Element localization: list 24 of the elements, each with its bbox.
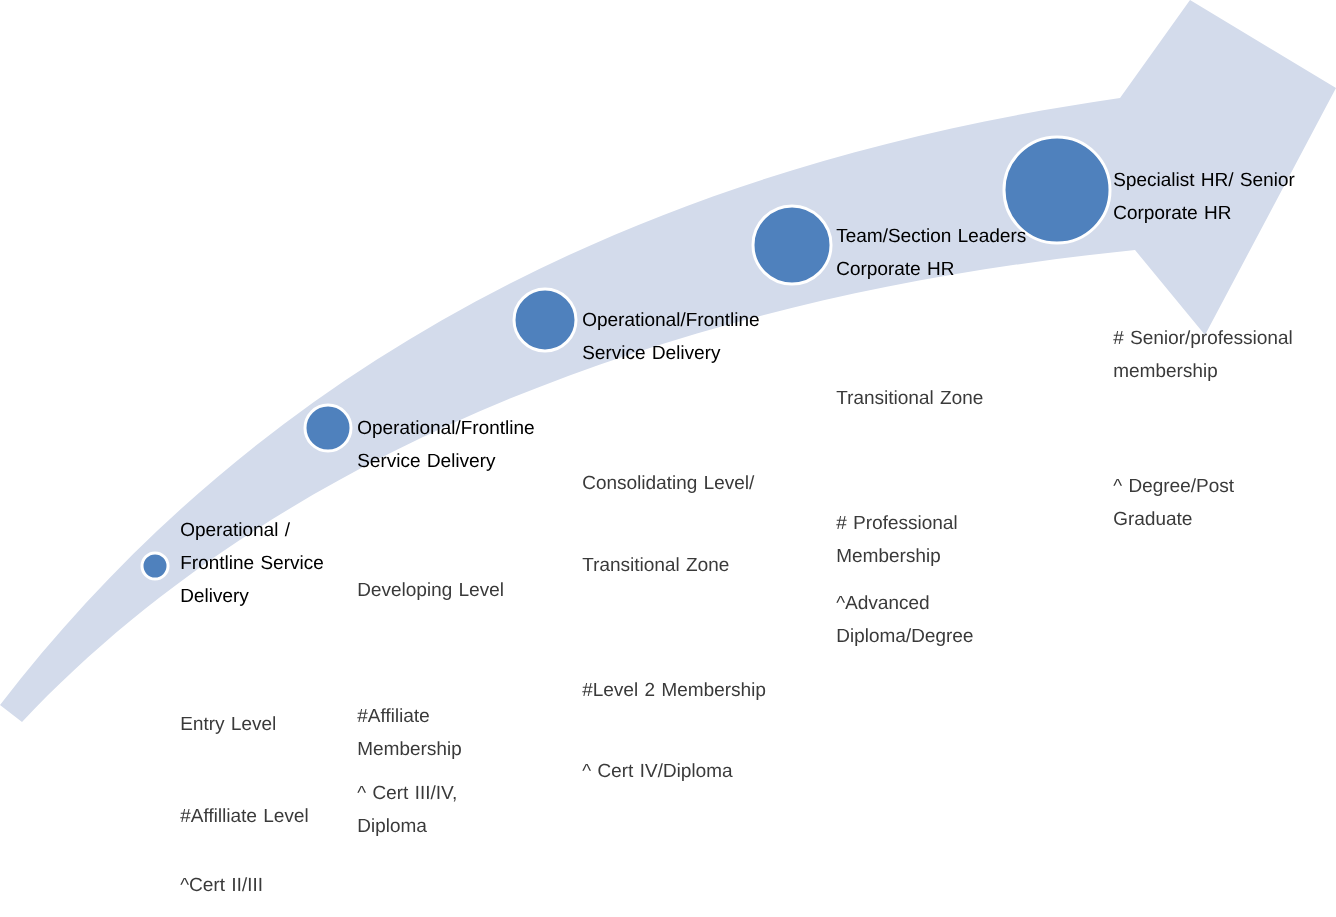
stage-heading: Operational / Frontline Service Delivery bbox=[181, 522, 323, 606]
stage-note: # Senior/professional membership bbox=[1113, 330, 1292, 381]
stage-circle bbox=[303, 403, 353, 453]
stage-note: ^Advanced Diploma/Degree bbox=[836, 595, 973, 646]
stage-circle bbox=[512, 287, 578, 353]
stage-note: Transitional Zone bbox=[836, 390, 983, 405]
stage-note: ^Cert II/III bbox=[180, 877, 262, 892]
stage-note: Transitional Zone bbox=[582, 557, 729, 572]
stage-heading: Operational/Frontline Service Delivery bbox=[358, 420, 534, 471]
stage-note: Developing Level bbox=[358, 582, 503, 600]
stage-note: #Affilliate Level bbox=[180, 808, 308, 823]
stage-note: #Affiliate Membership bbox=[357, 708, 461, 759]
stage-note: Consolidating Level/ bbox=[583, 475, 755, 493]
stage-note: # Professional Membership bbox=[836, 515, 957, 566]
stage-note: ^ Degree/Post Graduate bbox=[1113, 478, 1234, 526]
stage-circle bbox=[140, 551, 170, 581]
stage-note: Entry Level bbox=[181, 716, 275, 734]
stage-note: ^ Cert III/IV, Diploma bbox=[357, 785, 456, 836]
stage-note: ^ Cert IV/Diploma bbox=[582, 763, 733, 781]
stage-note: #Level 2 Membership bbox=[582, 682, 766, 700]
stage-circle bbox=[751, 204, 833, 286]
stage-heading: Team/Section Leaders Corporate HR bbox=[836, 228, 1026, 279]
stage-heading: Operational/Frontline Service Delivery bbox=[583, 312, 759, 363]
stage-heading: Specialist HR/ Senior Corporate HR bbox=[1114, 172, 1295, 223]
